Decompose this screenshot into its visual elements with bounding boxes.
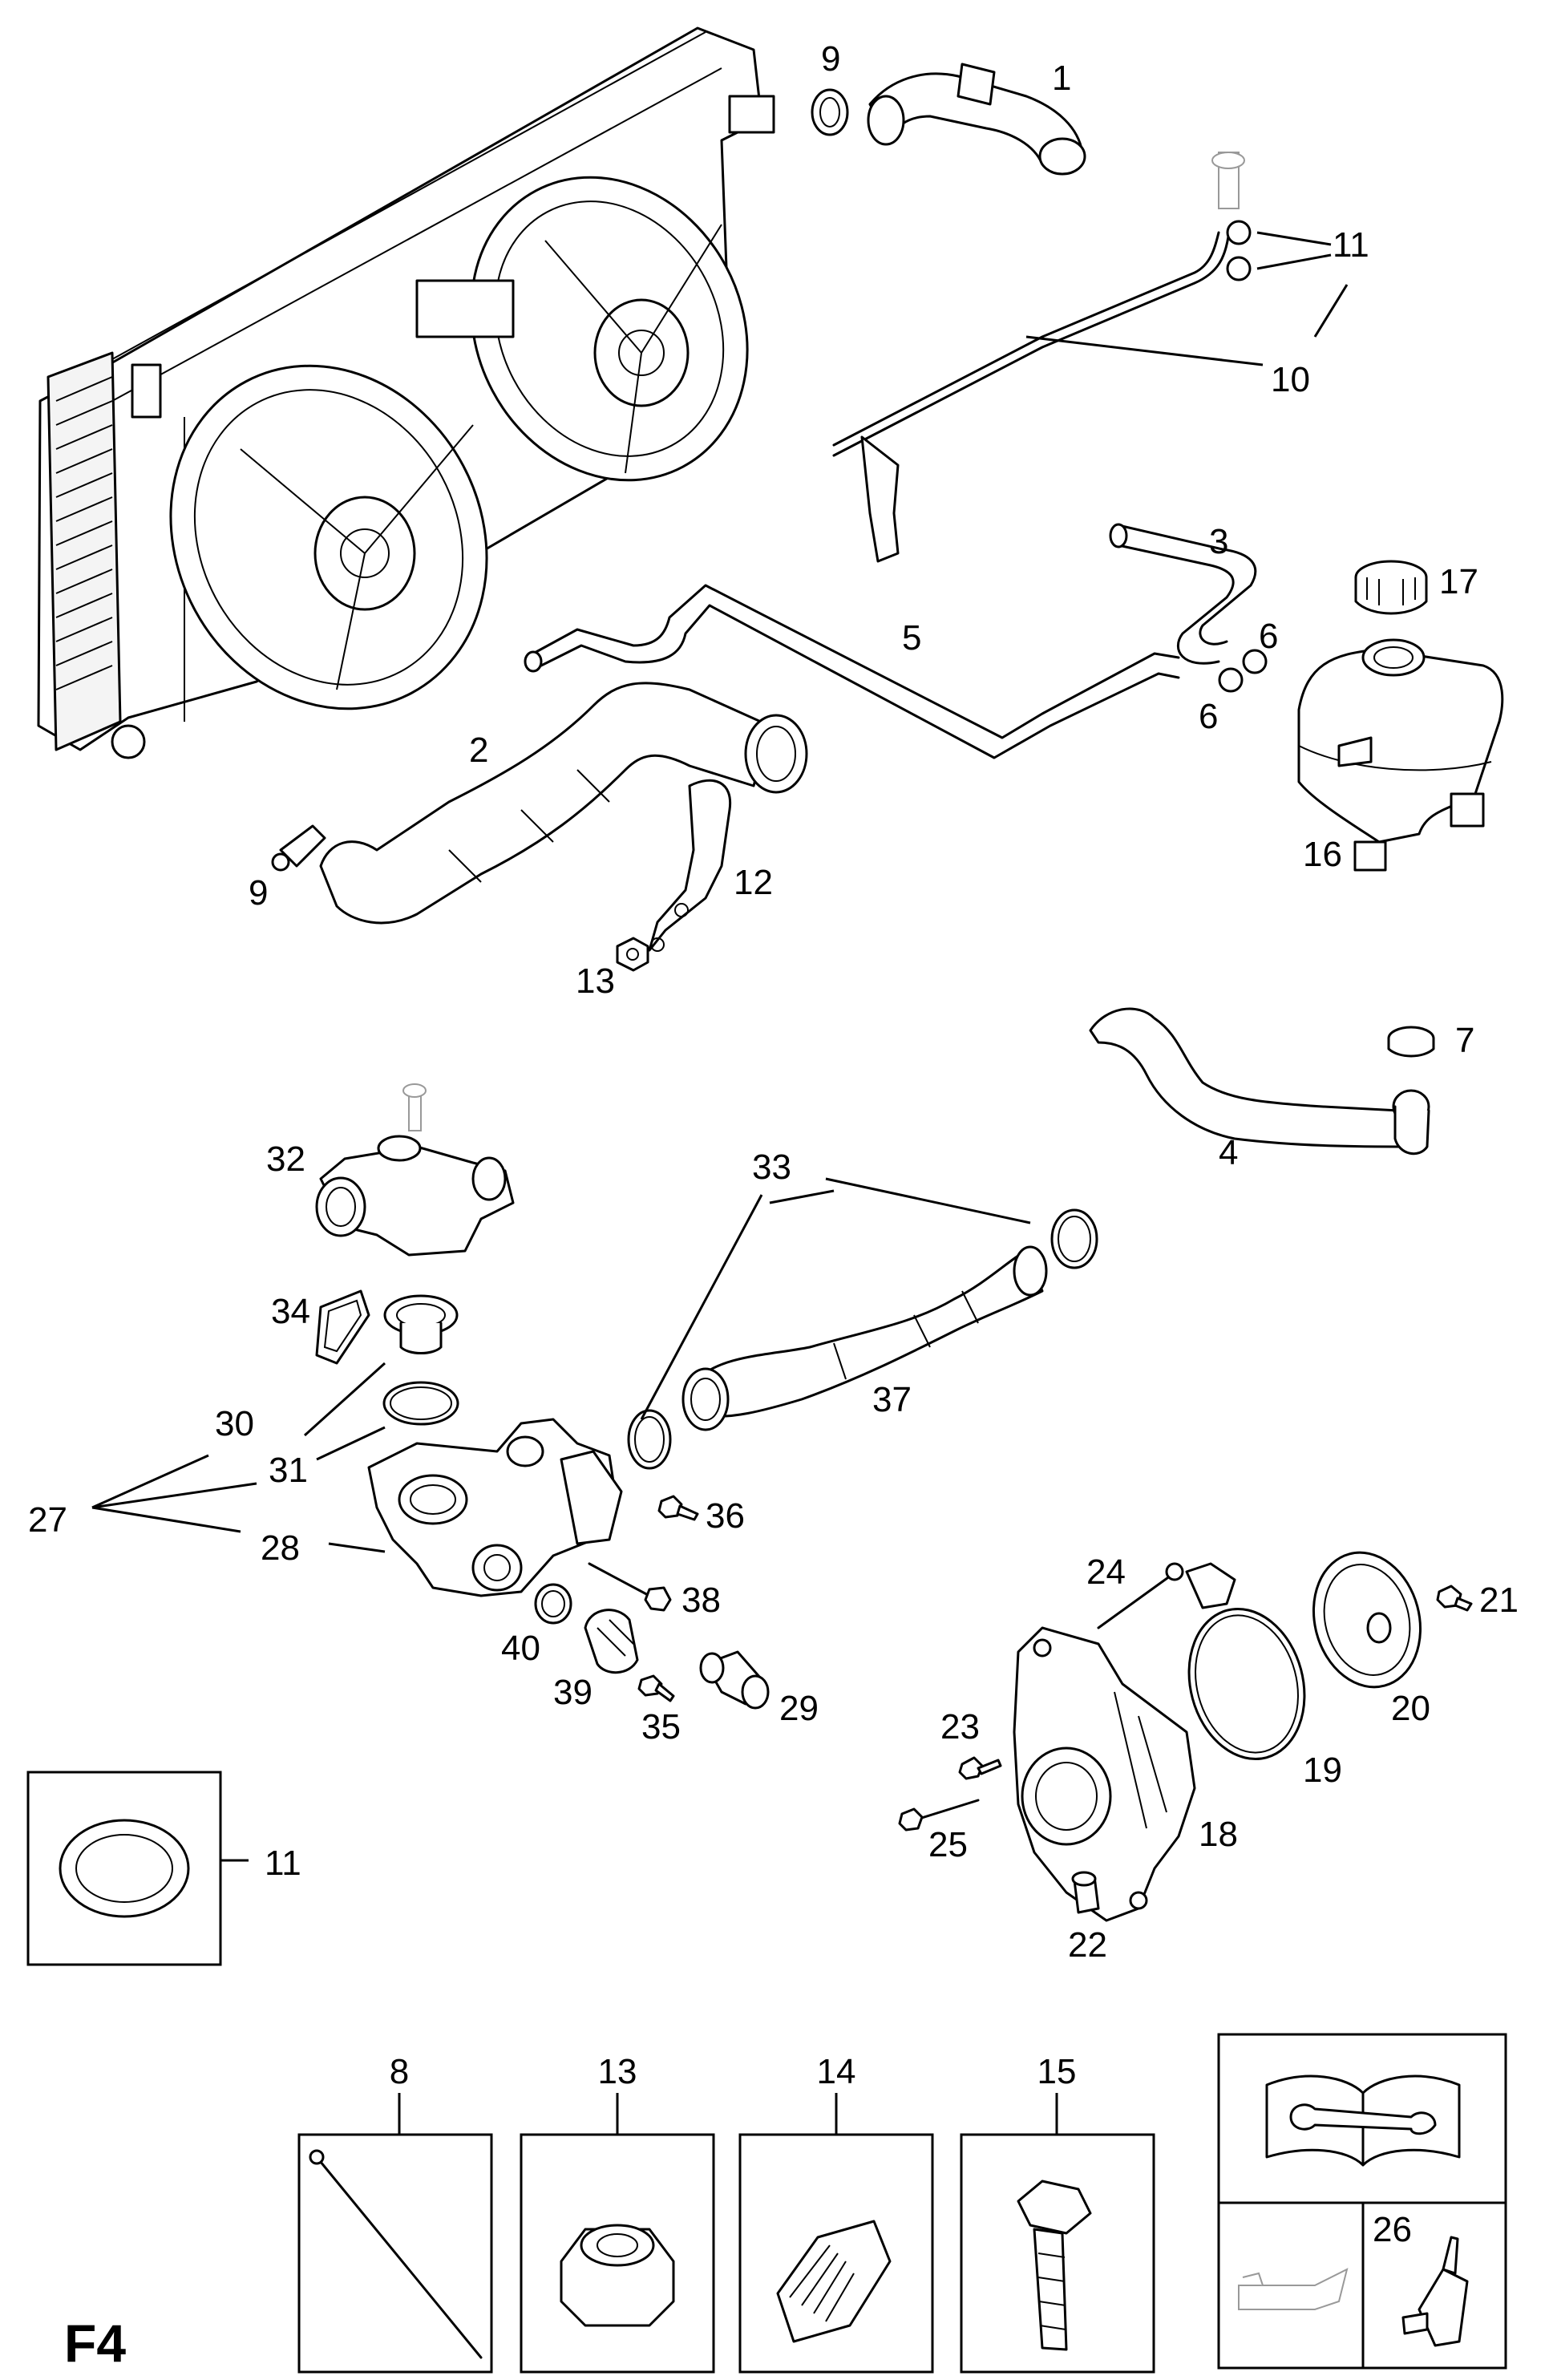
bolt-23 bbox=[958, 1756, 1002, 1780]
callout-10: 10 bbox=[1271, 360, 1310, 399]
callout-20: 20 bbox=[1391, 1689, 1430, 1728]
hose-clip-9-lower bbox=[271, 824, 326, 872]
water-pump-18 bbox=[1013, 1626, 1196, 1922]
callout-6: 6 bbox=[1199, 697, 1218, 736]
callout-23: 23 bbox=[940, 1707, 980, 1747]
detail-box-flange-nut-13 bbox=[520, 2093, 715, 2374]
page-code: F4 bbox=[64, 2313, 126, 2373]
detail-label-8: 8 bbox=[390, 2052, 409, 2091]
callout-1: 1 bbox=[1052, 59, 1071, 98]
expansion-tank bbox=[1297, 638, 1504, 872]
callout-12: 12 bbox=[734, 863, 773, 902]
callout-40: 40 bbox=[501, 1629, 540, 1668]
o-ring-31 bbox=[382, 1381, 459, 1426]
plug-22 bbox=[1071, 1871, 1100, 1914]
callout-39: 39 bbox=[553, 1673, 593, 1712]
callout-11: 11 bbox=[1333, 225, 1369, 265]
detail-box-flange-bolt-15 bbox=[960, 2093, 1155, 2374]
hose-clip-6a bbox=[1242, 649, 1268, 674]
callout-17: 17 bbox=[1439, 562, 1478, 601]
callout-4: 4 bbox=[1219, 1133, 1238, 1172]
bolt-21 bbox=[1436, 1585, 1473, 1612]
callout-6: 6 bbox=[1259, 617, 1278, 656]
callout-13: 13 bbox=[576, 961, 615, 1001]
callout-24: 24 bbox=[1086, 1552, 1126, 1592]
thermostat-housing-32 bbox=[315, 1083, 515, 1257]
hose-clip-6b bbox=[1218, 667, 1244, 693]
hose-3 bbox=[1109, 523, 1257, 665]
repair-manual-icon bbox=[1265, 2074, 1461, 2167]
callout-28: 28 bbox=[261, 1528, 300, 1568]
gasket-34 bbox=[315, 1289, 370, 1365]
callout-25: 25 bbox=[928, 1825, 968, 1864]
hose-4 bbox=[1089, 1007, 1430, 1156]
bolt-24 bbox=[1097, 1562, 1184, 1629]
stud-38 bbox=[588, 1562, 672, 1612]
bolt-35 bbox=[637, 1674, 675, 1702]
thermostat-30 bbox=[383, 1294, 459, 1354]
pipe-29 bbox=[699, 1650, 770, 1710]
callout-3: 3 bbox=[1209, 522, 1228, 561]
detail-label-14: 14 bbox=[817, 2052, 856, 2091]
hose-clamp-top bbox=[811, 88, 849, 136]
callout-29: 29 bbox=[779, 1689, 819, 1728]
expansion-tank-cap bbox=[1354, 560, 1428, 615]
callout-36: 36 bbox=[706, 1496, 745, 1536]
radiator-fan-assembly bbox=[37, 26, 775, 759]
detail-box-labels: 8 13 14 15 26 bbox=[390, 2052, 1412, 2249]
callout-5: 5 bbox=[902, 618, 921, 658]
oil-can-icon bbox=[1238, 2268, 1349, 2310]
symbol-label-26: 26 bbox=[1373, 2210, 1412, 2249]
callout-32: 32 bbox=[266, 1139, 305, 1179]
thermostat-housing-28 bbox=[367, 1418, 623, 1597]
upper-radiator-hose bbox=[867, 63, 1086, 176]
hose-5 bbox=[524, 584, 1180, 759]
gasket-19 bbox=[1185, 1562, 1306, 1761]
symbol-box bbox=[1217, 2033, 1507, 2370]
bolt-36 bbox=[657, 1495, 699, 1521]
callout-19: 19 bbox=[1303, 1751, 1342, 1790]
sealant-tube-icon bbox=[1401, 2236, 1469, 2347]
detail-box-cable-tie-8 bbox=[297, 2093, 493, 2374]
callout-38: 38 bbox=[681, 1581, 721, 1620]
callout-21: 21 bbox=[1479, 1581, 1519, 1620]
leader-lines bbox=[91, 231, 1349, 1553]
callout-labels: 1 9 11 10 3 17 5 6 6 2 9 12 13 16 7 4 32… bbox=[28, 39, 1519, 1965]
detail-label-15: 15 bbox=[1037, 2052, 1077, 2091]
coolant-pipe-37 bbox=[681, 1245, 1048, 1431]
sensor-39 bbox=[584, 1609, 639, 1674]
callout-9: 9 bbox=[821, 39, 840, 79]
callout-11: 11 bbox=[265, 1844, 301, 1883]
callout-35: 35 bbox=[641, 1707, 681, 1747]
vent-pipe-assembly bbox=[832, 152, 1252, 563]
callout-33: 33 bbox=[752, 1148, 791, 1187]
callout-34: 34 bbox=[271, 1292, 310, 1331]
sprocket-20 bbox=[1312, 1551, 1422, 1689]
seal-33-lower bbox=[627, 1409, 672, 1470]
bracket-12 bbox=[648, 779, 732, 952]
nut-13 bbox=[616, 937, 649, 972]
callout-22: 22 bbox=[1068, 1925, 1107, 1965]
inset-washer-11 bbox=[26, 1771, 249, 1966]
bolt-25 bbox=[898, 1799, 980, 1832]
callout-7: 7 bbox=[1455, 1021, 1474, 1060]
callout-31: 31 bbox=[269, 1451, 308, 1490]
detail-label-13: 13 bbox=[598, 2052, 637, 2091]
callout-9: 9 bbox=[249, 873, 268, 913]
callout-16: 16 bbox=[1303, 835, 1342, 874]
detail-box-threaded-plug-14 bbox=[738, 2093, 934, 2374]
hose-clamp-7 bbox=[1387, 1026, 1435, 1058]
callout-27: 27 bbox=[28, 1500, 67, 1540]
callout-30: 30 bbox=[215, 1404, 254, 1443]
o-ring-40 bbox=[534, 1583, 572, 1625]
seal-33-upper bbox=[1050, 1208, 1098, 1269]
callout-18: 18 bbox=[1199, 1815, 1238, 1854]
lower-radiator-hose-2 bbox=[319, 682, 808, 925]
callout-2: 2 bbox=[469, 731, 488, 770]
callout-37: 37 bbox=[872, 1380, 912, 1419]
